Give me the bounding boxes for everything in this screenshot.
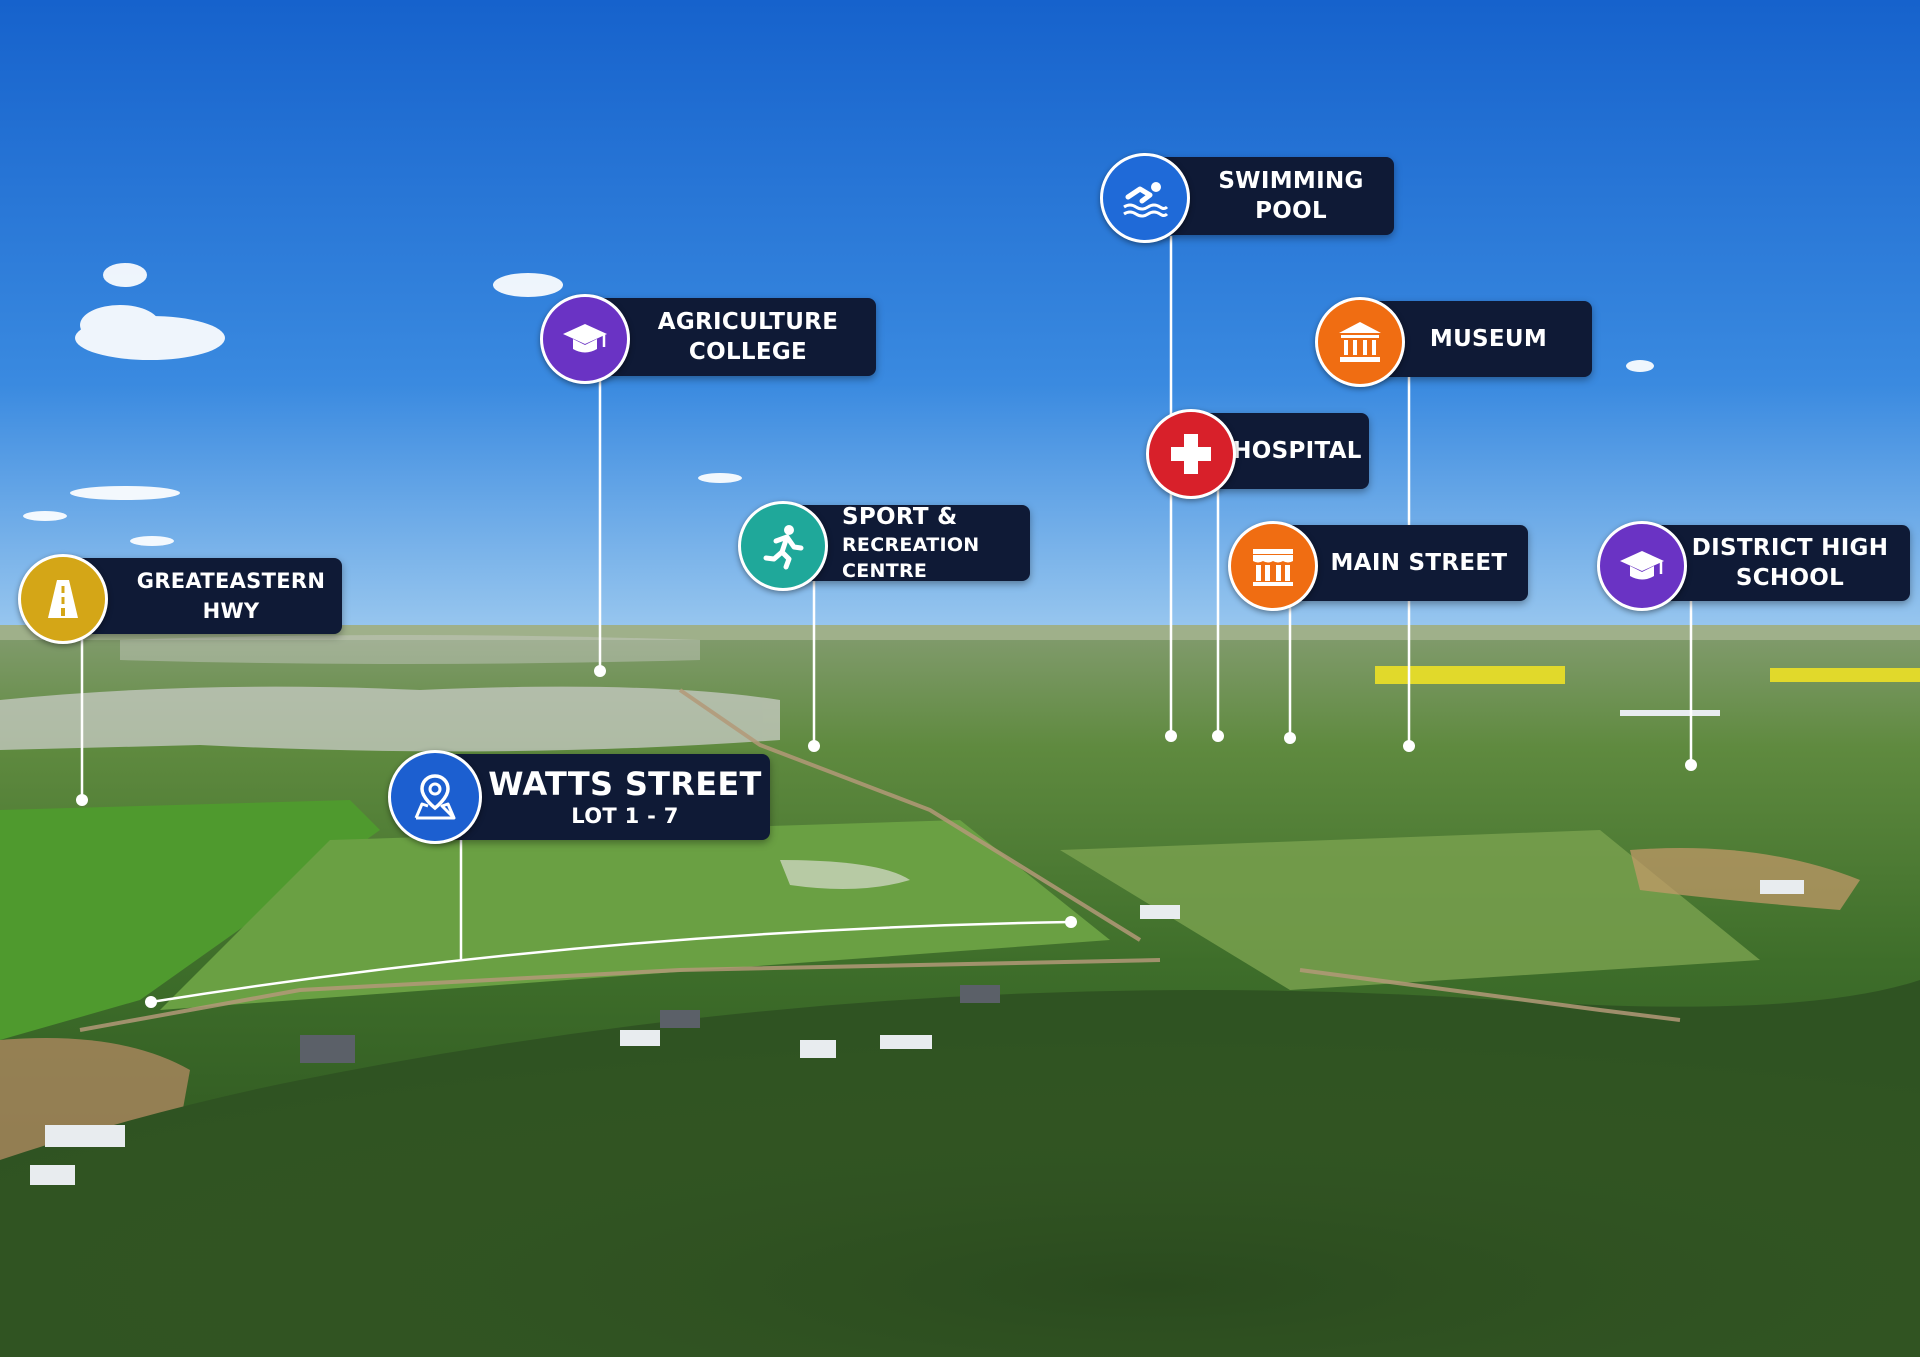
label-text-line2: LOT 1 - 7 [571,804,679,828]
label-text-line2: COLLEGE [688,339,808,365]
medical-cross-icon [1146,409,1236,499]
label-text: MAIN STREET [1330,550,1508,576]
graduation-cap-icon [540,294,630,384]
clouds [23,263,1654,546]
location-dots [76,665,1697,1008]
label-text-line1: AGRICULTURE [657,309,839,335]
storefront-icon [1228,521,1318,611]
label-text-line1: WATTS STREET [488,765,762,803]
label-text: GREATEASTERN HWY [136,569,326,623]
graduation-cap-icon [1597,521,1687,611]
label-text-line1: DISTRICT HIGH [1691,535,1889,561]
label-main-street[interactable]: MAIN STREET [1270,525,1528,601]
running-person-icon [738,501,828,591]
label-text-line1: SPORT & [842,504,958,530]
label-text: HOSPITAL [1232,438,1362,464]
label-swimming-pool[interactable]: SWIMMING POOL [1148,157,1394,235]
swimmer-icon [1100,153,1190,243]
label-text-line2: RECREATION CENTRE [842,534,980,582]
map-pin-icon [388,750,482,844]
label-watts-street[interactable]: WATTS STREET LOT 1 - 7 [430,754,770,840]
road-icon [18,554,108,644]
label-text: MUSEUM [1429,326,1548,352]
label-agriculture-college[interactable]: AGRICULTURE COLLEGE [590,298,876,376]
label-text-line2: SCHOOL [1735,565,1845,591]
museum-building-icon [1315,297,1405,387]
label-text: SWIMMING POOL [1218,168,1364,224]
